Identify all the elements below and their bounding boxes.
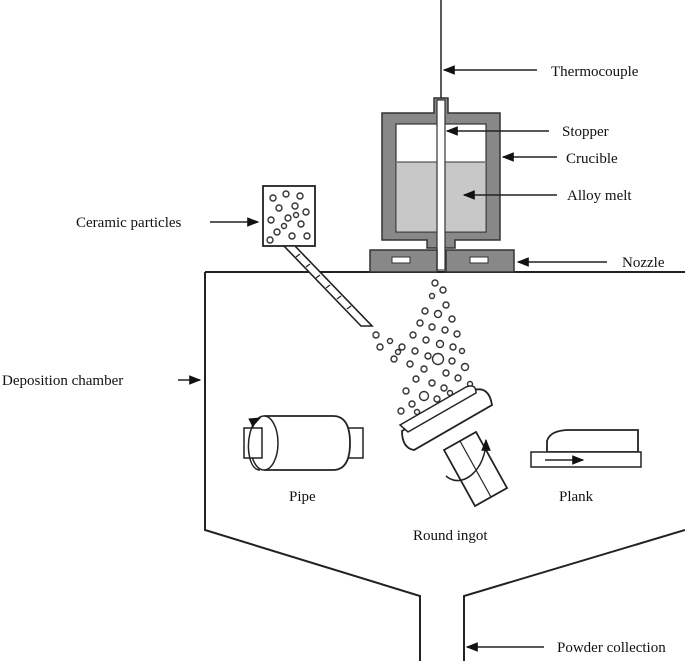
spray-droplets xyxy=(372,279,474,416)
label-deposition-chamber: Deposition chamber xyxy=(2,373,123,389)
label-powder-collection: Powder collection xyxy=(557,640,666,656)
round-ingot-product xyxy=(398,385,509,508)
label-nozzle: Nozzle xyxy=(622,255,665,271)
plank-product xyxy=(530,429,642,468)
pointer-arrows xyxy=(178,65,607,652)
deposition-chamber-outline xyxy=(204,271,685,661)
stopper-rod xyxy=(436,99,446,271)
label-thermocouple: Thermocouple xyxy=(551,64,639,80)
pipe-rotation-arrow xyxy=(247,417,262,471)
label-plank: Plank xyxy=(559,489,594,505)
ceramic-particle-hopper xyxy=(262,185,374,327)
label-ceramic-particles: Ceramic particles xyxy=(76,215,182,231)
nozzle xyxy=(369,249,515,273)
label-pipe: Pipe xyxy=(289,489,316,505)
crucible xyxy=(381,97,501,271)
label-stopper: Stopper xyxy=(562,124,609,140)
pipe-product xyxy=(243,415,364,471)
ingot-rotation-arrow xyxy=(445,438,491,482)
label-round-ingot: Round ingot xyxy=(413,528,488,544)
label-alloy-melt: Alloy melt xyxy=(567,188,632,204)
label-crucible: Crucible xyxy=(566,151,618,167)
